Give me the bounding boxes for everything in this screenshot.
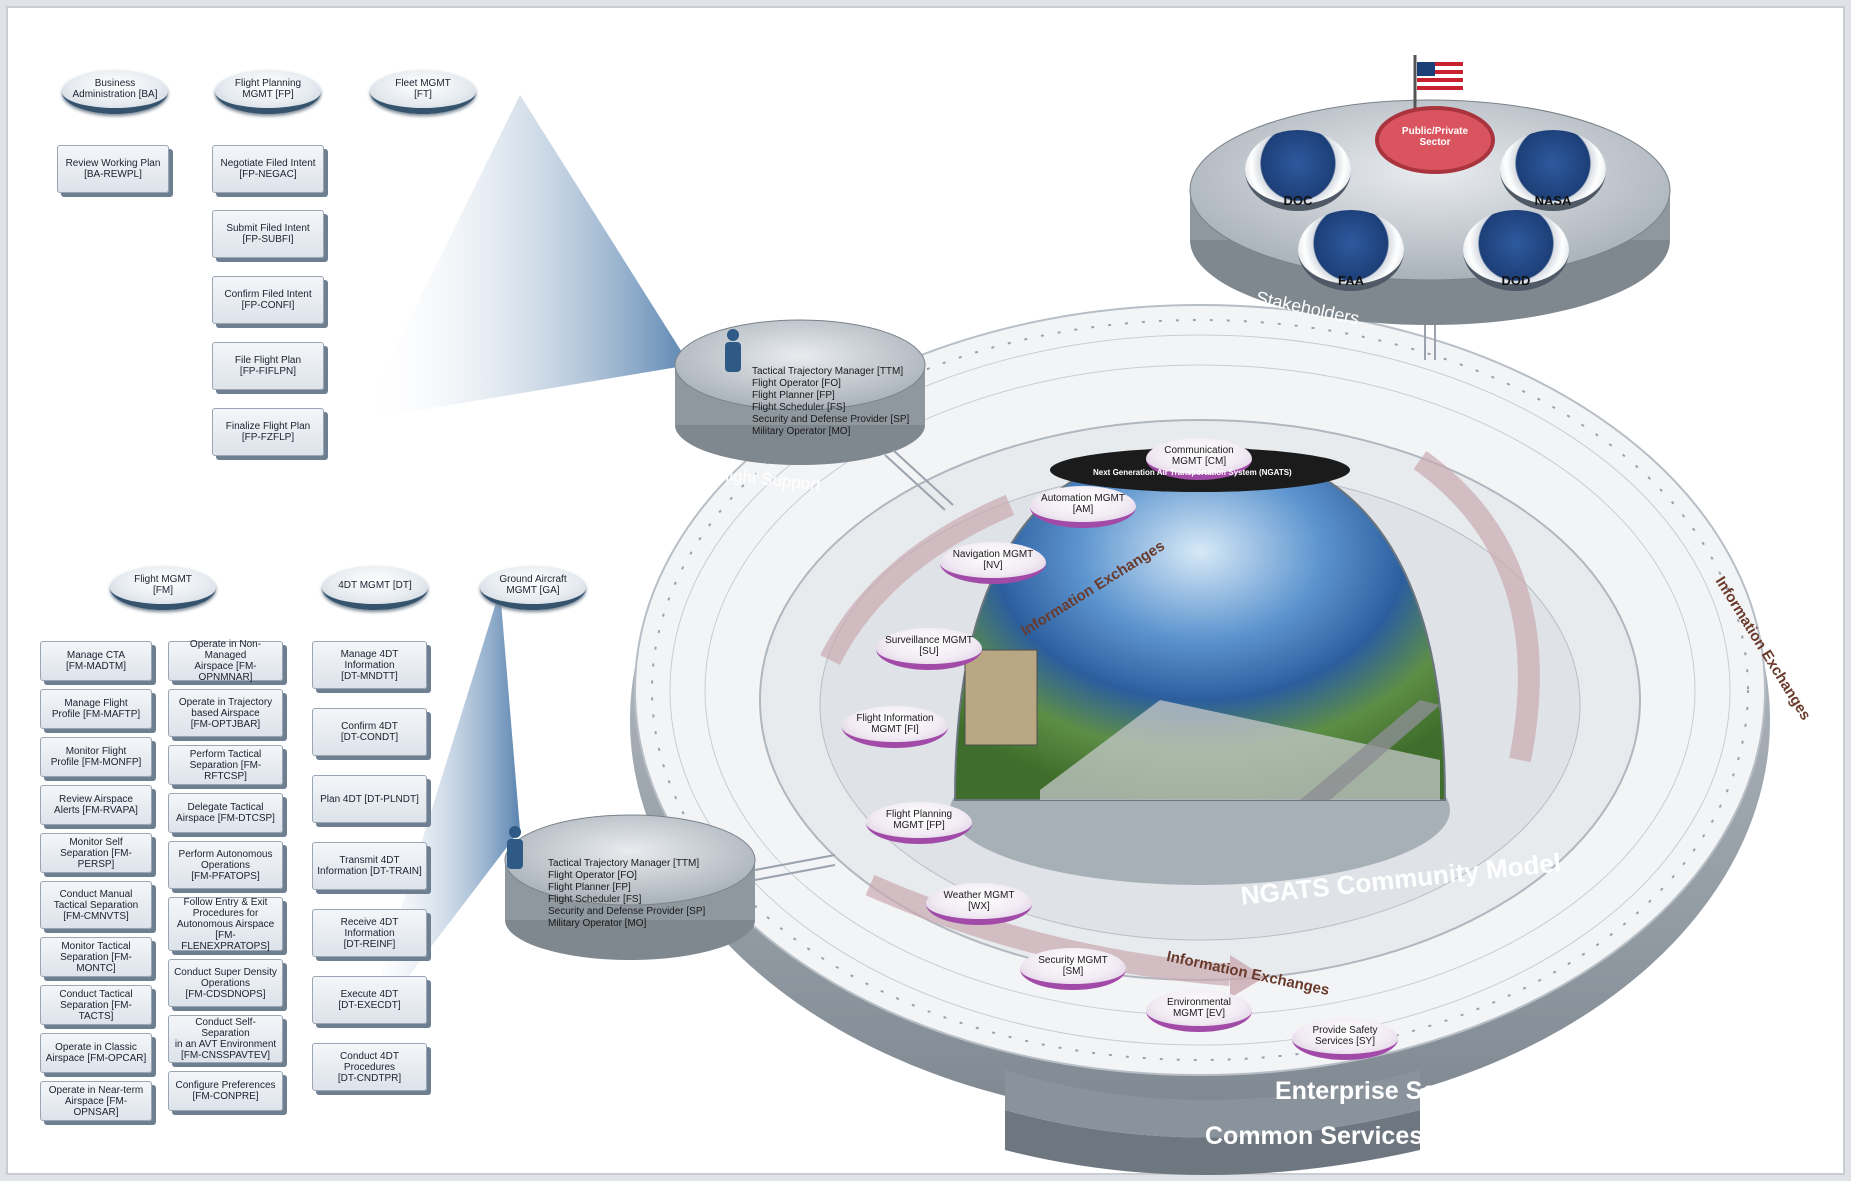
activity-box: Perform Tactical Separation [FM-RFTCSP] (168, 745, 283, 785)
activity-box: Transmit 4DT Information [DT-TRAIN] (312, 842, 427, 890)
activity-box: Manage CTA [FM-MADTM] (40, 641, 152, 681)
service-surveillance-mgmt: Surveillance MGMT [SU] (876, 628, 982, 670)
activity-box: Receive 4DT Information [DT-REINF] (312, 909, 427, 957)
flight-operations-roles: Tactical Trajectory Manager [TTM] Flight… (548, 858, 706, 929)
activity-box: File Flight Plan [FP-FIFLPN] (212, 342, 324, 390)
dod-seal-icon (1463, 210, 1569, 291)
category-ground-aircraft-mgmt: Ground Aircraft MGMT [GA] (480, 566, 586, 610)
info-exchange-arrow-left (820, 494, 1015, 665)
service-flight-information-mgmt: Flight Information MGMT [FI] (842, 706, 948, 748)
faa-seal-icon (1298, 210, 1404, 291)
service-security-mgmt: Security MGMT [SM] (1020, 948, 1126, 990)
category-business-administration: Business Administration [BA] (62, 70, 168, 114)
faa-label: FAA (1338, 273, 1364, 288)
activity-box: Conduct Self-Separation in an AVT Enviro… (168, 1015, 283, 1063)
activity-box: Review Airspace Alerts [FM-RVAPA] (40, 785, 152, 825)
category-fleet-mgmt: Fleet MGMT [FT] (370, 70, 476, 114)
flight-support-beam (360, 95, 690, 420)
dod-label: DOD (1501, 273, 1531, 288)
activity-box: Monitor Self Separation [FM-PERSP] (40, 833, 152, 873)
category-flight-mgmt: Flight MGMT [FM] (110, 566, 216, 610)
enterprise-services-label: Enterprise Services (1275, 1077, 1509, 1105)
service-provide-safety-services: Provide Safety Services [SY] (1292, 1018, 1398, 1060)
service-environmental-mgmt: Environmental MGMT [EV] (1146, 990, 1252, 1032)
activity-box: Confirm Filed Intent [FP-CONFI] (212, 276, 324, 324)
service-weather-mgmt: Weather MGMT [WX] (926, 883, 1032, 925)
activity-box: Review Working Plan [BA-REWPL] (57, 145, 169, 193)
public-private-sector-seal (1375, 106, 1495, 174)
common-services-framework-label: Common Services Framework (1205, 1122, 1564, 1150)
info-exchange-arrow-right (1413, 451, 1540, 763)
us-flag-icon (1417, 62, 1463, 90)
service-communication-mgmt: Communication MGMT [CM] (1146, 438, 1252, 480)
activity-box: Execute 4DT [DT-EXECDT] (312, 976, 427, 1024)
person-icon-operations (507, 826, 523, 869)
nasa-seal-icon (1500, 130, 1606, 211)
public-private-sector-label: Public/Private Sector (1401, 126, 1469, 148)
nasa-label: NASA (1534, 193, 1572, 208)
activity-box: Finalize Flight Plan [FP-FZFLP] (212, 408, 324, 456)
person-icon-support (725, 329, 741, 372)
activity-box: Delegate Tactical Airspace [FM-DTCSP] (168, 793, 283, 833)
activity-box: Monitor Flight Profile [FM-MONFP] (40, 737, 152, 777)
activity-box: Operate in Near-term Airspace [FM-OPNSAR… (40, 1081, 152, 1121)
dome-control-room (964, 649, 1038, 746)
activity-box: Plan 4DT [DT-PLNDT] (312, 775, 427, 823)
activity-box: Operate in Non-Managed Airspace [FM-OPNM… (168, 639, 283, 683)
activity-box: Submit Filed Intent [FP-SUBFI] (212, 210, 324, 258)
activity-box: Confirm 4DT [DT-CONDT] (312, 708, 427, 756)
service-navigation-mgmt: Navigation MGMT [NV] (940, 542, 1046, 584)
flight-operations-platform (504, 814, 756, 906)
flight-support-roles: Tactical Trajectory Manager [TTM] Flight… (752, 366, 910, 437)
activity-box: Manage 4DT Information [DT-MNDTT] (312, 641, 427, 689)
common-services-band (1005, 1110, 1420, 1175)
doc-label: DOC (1283, 193, 1313, 208)
activity-box: Perform Autonomous Operations [FM-PFATOP… (168, 841, 283, 889)
activity-box: Conduct Super Density Operations [FM-CDS… (168, 959, 283, 1007)
activity-box: Configure Preferences [FM-CONPRE] (168, 1071, 283, 1111)
activity-box: Operate in Classic Airspace [FM-OPCAR] (40, 1033, 152, 1073)
activity-box: Follow Entry & Exit Procedures for Auton… (168, 897, 283, 952)
info-exchange-arrow-bottom (865, 874, 1231, 986)
activity-box: Monitor Tactical Separation [FM-MONTC] (40, 937, 152, 977)
activity-box: Operate in Trajectory based Airspace [FM… (168, 689, 283, 737)
category-4dt-mgmt: 4DT MGMT [DT] (322, 566, 428, 610)
doc-seal-icon (1245, 130, 1351, 211)
enterprise-services-band (1005, 1070, 1420, 1138)
activity-box: Manage Flight Profile [FM-MAFTP] (40, 689, 152, 729)
service-flight-planning-mgmt: Flight Planning MGMT [FP] (866, 802, 972, 844)
activity-box: Conduct Manual Tactical Separation [FM-C… (40, 881, 152, 929)
dome-banner-label: Next Generation Air Transportation Syste… (1093, 468, 1292, 477)
category-flight-planning-mgmt: Flight Planning MGMT [FP] (215, 70, 321, 114)
activity-box: Conduct 4DT Procedures [DT-CNDTPR] (312, 1043, 427, 1091)
service-automation-mgmt: Automation MGMT [AM] (1030, 486, 1136, 528)
activity-box: Conduct Tactical Separation [FM-TACTS] (40, 985, 152, 1025)
activity-box: Negotiate Filed Intent [FP-NEGAC] (212, 145, 324, 193)
